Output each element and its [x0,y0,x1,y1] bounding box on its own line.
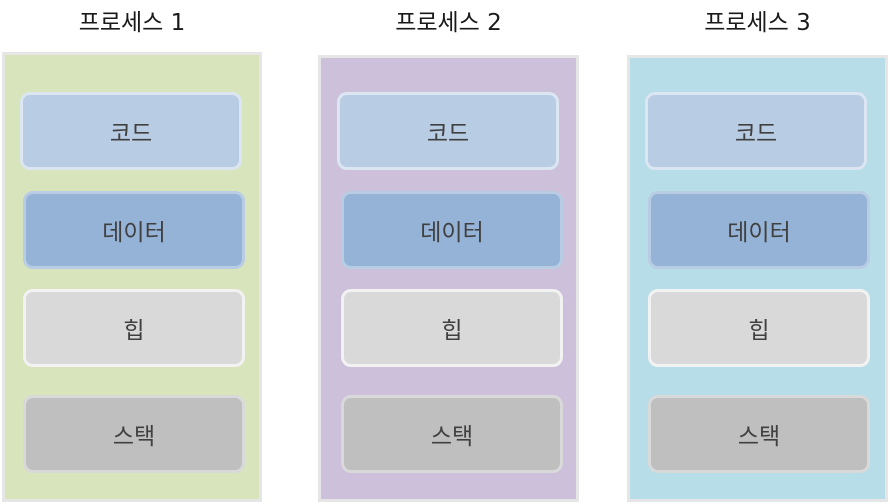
process-3-data-segment: 데이터 [648,191,870,269]
process-1-title: 프로세스 1 [78,10,186,36]
process-3-stack-segment: 스택 [648,395,870,473]
process-2-heap-segment: 힙 [341,289,563,367]
process-3-code-segment: 코드 [645,92,867,170]
process-1-heap-segment: 힙 [23,289,245,367]
process-1-data-segment: 데이터 [23,191,245,269]
process-2-title: 프로세스 2 [395,10,502,36]
process-2-stack-segment: 스택 [341,395,563,473]
process-1-stack-segment: 스택 [23,395,245,473]
process-1-code-segment: 코드 [20,92,242,170]
process-3-heap-segment: 힙 [648,289,870,367]
process-3-title: 프로세스 3 [704,10,811,36]
process-2-code-segment: 코드 [337,92,559,170]
process-2-data-segment: 데이터 [341,191,563,269]
